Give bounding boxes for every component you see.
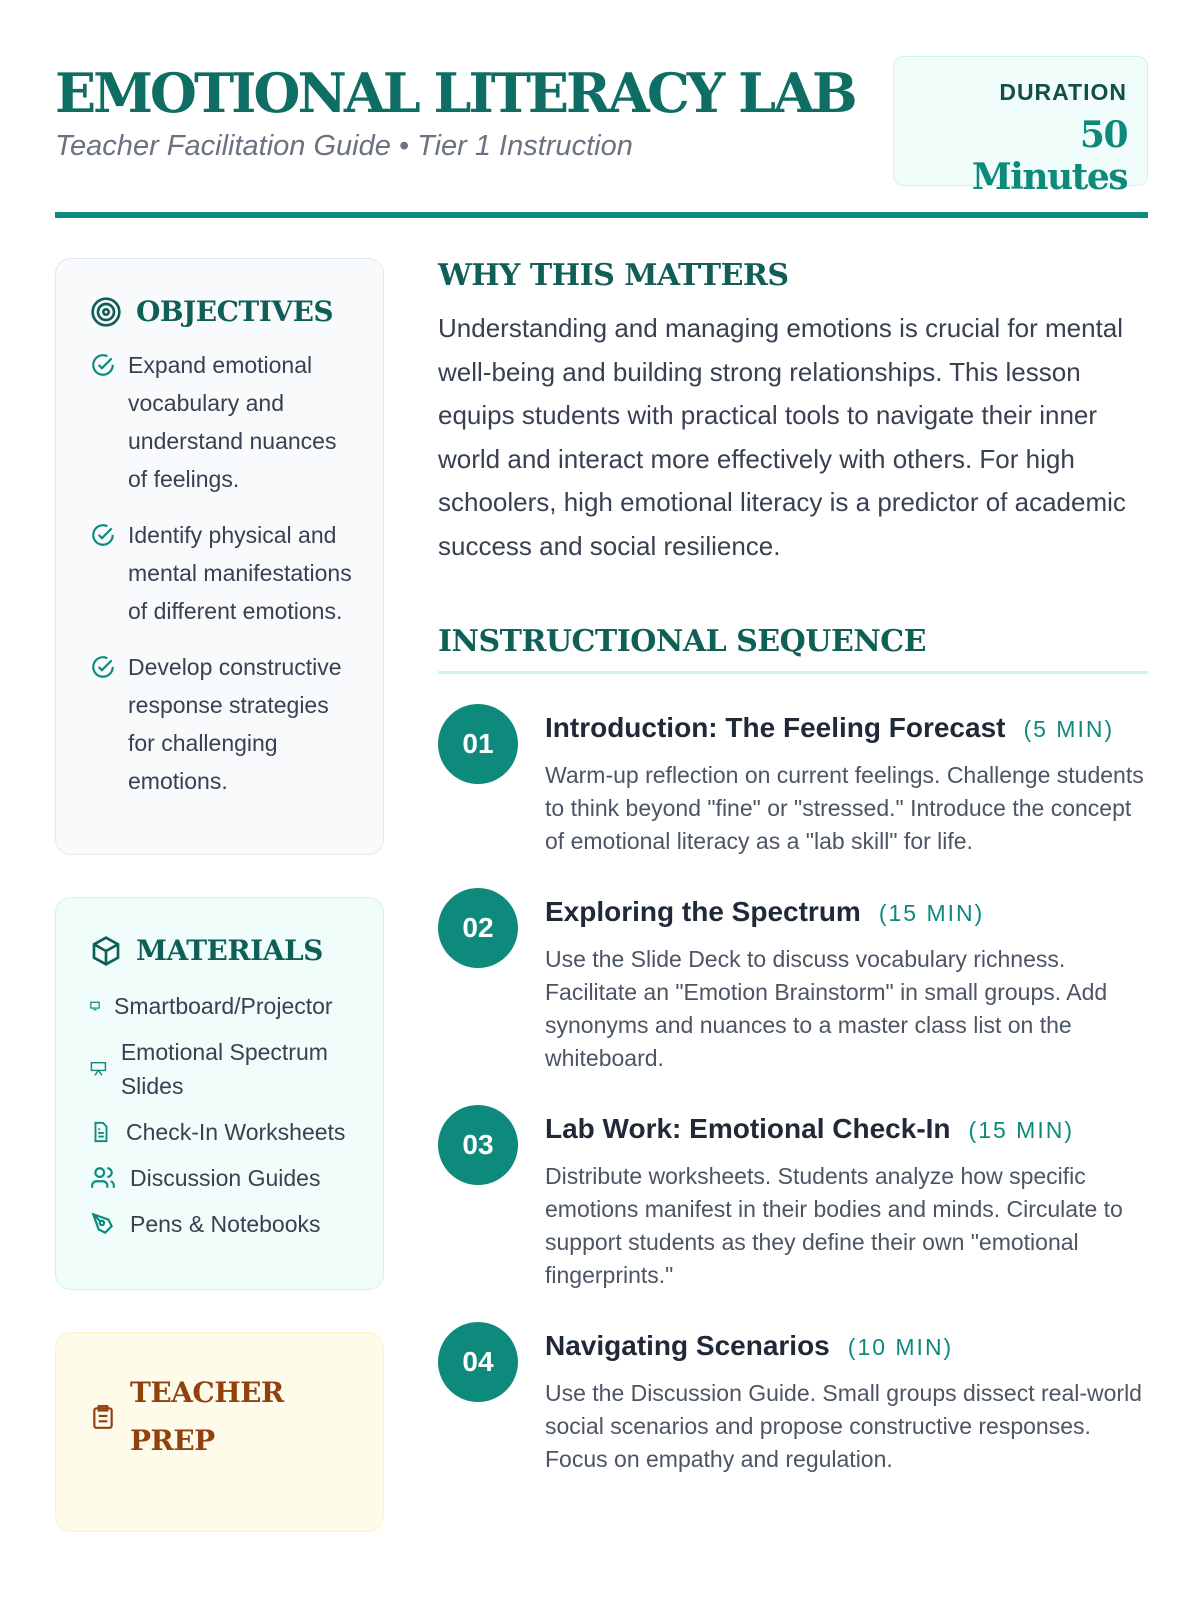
box-icon xyxy=(92,935,120,966)
material-item: Emotional Spectrum Slides xyxy=(90,1035,353,1103)
duration-value: 50 Minutes xyxy=(971,114,1129,198)
step-description: Use the Discussion Guide. Small groups d… xyxy=(545,1380,1142,1472)
materials-card: MATERIALS Smartboard/Projector Emotional… xyxy=(55,897,384,1290)
material-item: Smartboard/Projector xyxy=(90,989,353,1023)
teacher-prep-card: TEACHER PREP xyxy=(55,1332,384,1532)
step-duration: (15 MIN) xyxy=(968,1117,1074,1143)
step-number: 04 xyxy=(438,1322,518,1402)
step-title: Lab Work: Emotional Check-In xyxy=(545,1113,951,1144)
sequence-step: 02 Exploring the Spectrum (15 MIN) Use th… xyxy=(438,888,1148,1075)
materials-title: MATERIALS xyxy=(136,934,323,967)
target-icon xyxy=(91,296,121,327)
sequence-step: 04 Navigating Scenarios (10 MIN) Use the … xyxy=(438,1322,1148,1476)
users-icon xyxy=(91,1167,115,1188)
material-item: Check-In Worksheets xyxy=(90,1115,353,1149)
step-duration: (15 MIN) xyxy=(878,900,985,926)
sequence-step: 01 Introduction: The Feeling Forecast (5 … xyxy=(438,704,1148,858)
why-title: WHY THIS MATTERS xyxy=(438,258,789,293)
sequence-title: INSTRUCTIONAL SEQUENCE xyxy=(438,624,1148,674)
sequence-step: 03 Lab Work: Emotional Check-In(15 MIN) … xyxy=(438,1105,1148,1292)
presentation-icon xyxy=(90,1061,107,1076)
pen-icon xyxy=(91,1212,113,1234)
material-item: Pens & Notebooks xyxy=(90,1207,353,1241)
step-title: Exploring the Spectrum xyxy=(545,896,861,927)
duration-box: DURATION 50 Minutes xyxy=(893,56,1148,198)
objectives-card: OBJECTIVES Expand emotional vocabulary a… xyxy=(55,258,384,855)
step-number: 01 xyxy=(438,704,518,784)
objective-item: Expand emotional vocabulary and understa… xyxy=(90,346,353,498)
clipboard-icon xyxy=(93,1405,113,1429)
step-title: Navigating Scenarios xyxy=(545,1330,830,1361)
objectives-title: OBJECTIVES xyxy=(136,295,334,328)
step-description: Warm-up reflection on current feelings. … xyxy=(545,762,1144,854)
header: EMOTIONAL LITERACY LAB Teacher Facilitat… xyxy=(55,56,1148,218)
objective-item: Develop constructive response strategies… xyxy=(90,648,353,800)
step-description: Use the Slide Deck to discuss vocabulary… xyxy=(545,946,1108,1071)
step-duration: (10 MIN) xyxy=(847,1334,954,1360)
document-icon xyxy=(94,1121,108,1143)
step-number: 02 xyxy=(438,888,518,968)
objective-item: Identify physical and mental manifestati… xyxy=(90,516,353,630)
step-number: 03 xyxy=(438,1105,518,1185)
why-body: Understanding and managing emotions is c… xyxy=(438,313,1126,561)
check-circle-icon xyxy=(92,524,114,546)
material-item: Discussion Guides xyxy=(90,1161,353,1195)
step-duration: (5 MIN) xyxy=(1023,716,1115,742)
page-subtitle: Teacher Facilitation Guide • Tier 1 Inst… xyxy=(55,130,633,162)
teacher-prep-title: TEACHER PREP xyxy=(130,1376,284,1457)
check-circle-icon xyxy=(92,656,114,678)
page-title: EMOTIONAL LITERACY LAB xyxy=(55,61,858,125)
duration-label: DURATION xyxy=(999,79,1127,105)
step-title: Introduction: The Feeling Forecast xyxy=(545,712,1006,743)
check-circle-icon xyxy=(92,354,114,376)
step-description: Distribute worksheets. Students analyze … xyxy=(545,1163,1123,1288)
monitor-icon xyxy=(90,1001,100,1011)
